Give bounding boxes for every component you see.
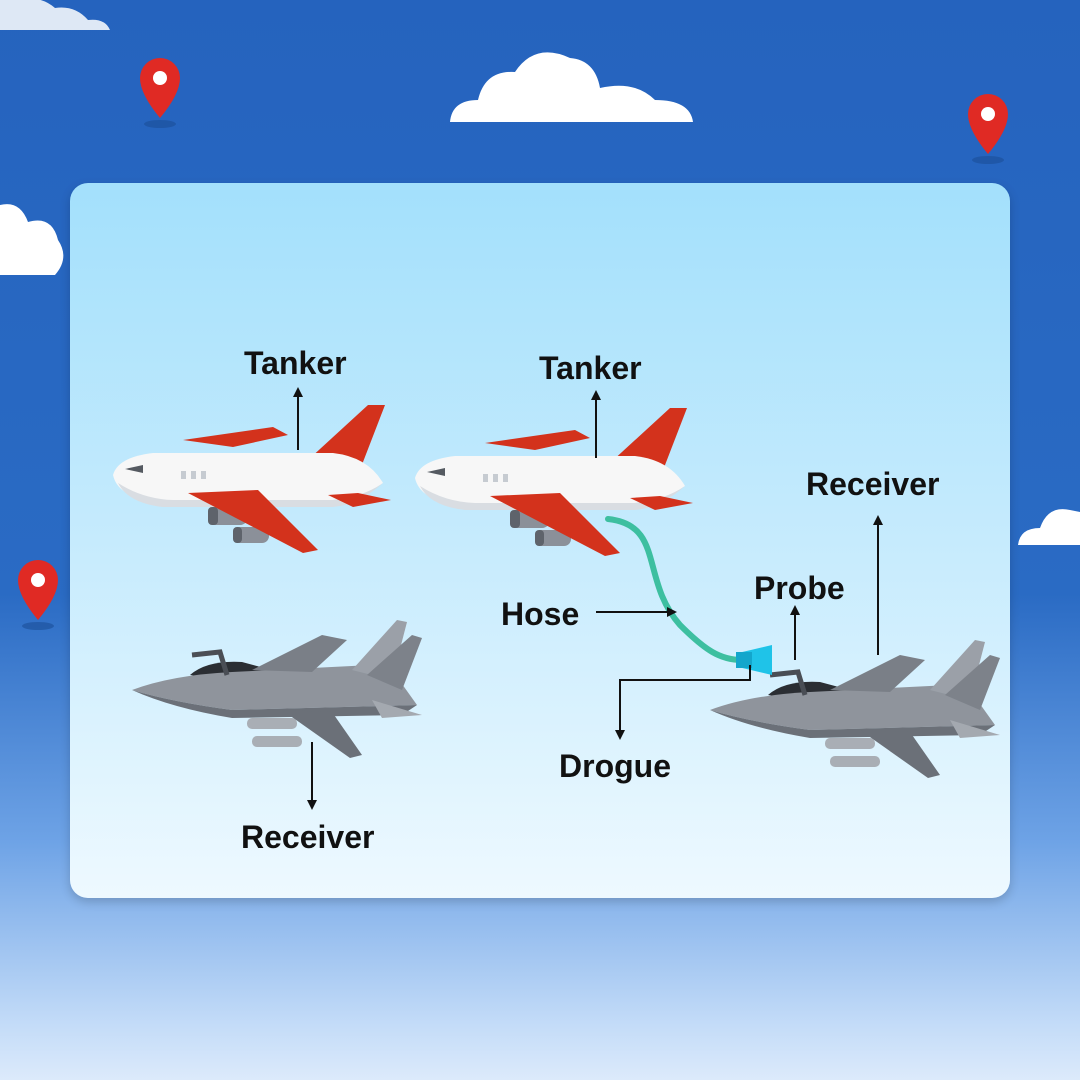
label-tanker-left: Tanker bbox=[244, 345, 347, 381]
tanker-airplane-icon bbox=[113, 405, 391, 553]
label-drogue: Drogue bbox=[559, 748, 671, 784]
label-probe: Probe bbox=[754, 570, 845, 606]
label-receiver-left: Receiver bbox=[241, 819, 375, 855]
cloud-icon bbox=[1018, 509, 1080, 545]
fighter-jet-icon bbox=[132, 620, 422, 758]
label-hose: Hose bbox=[501, 596, 580, 632]
cloud-icon bbox=[0, 204, 64, 275]
label-receiver-right: Receiver bbox=[806, 466, 940, 502]
cloud-icon bbox=[450, 52, 693, 122]
drogue-icon bbox=[736, 645, 772, 675]
cloud-icon bbox=[0, 0, 110, 30]
arrow-icon bbox=[293, 387, 883, 810]
refueling-hose bbox=[605, 516, 745, 663]
label-tanker-right: Tanker bbox=[539, 350, 642, 386]
tanker-airplane-icon bbox=[415, 408, 693, 556]
